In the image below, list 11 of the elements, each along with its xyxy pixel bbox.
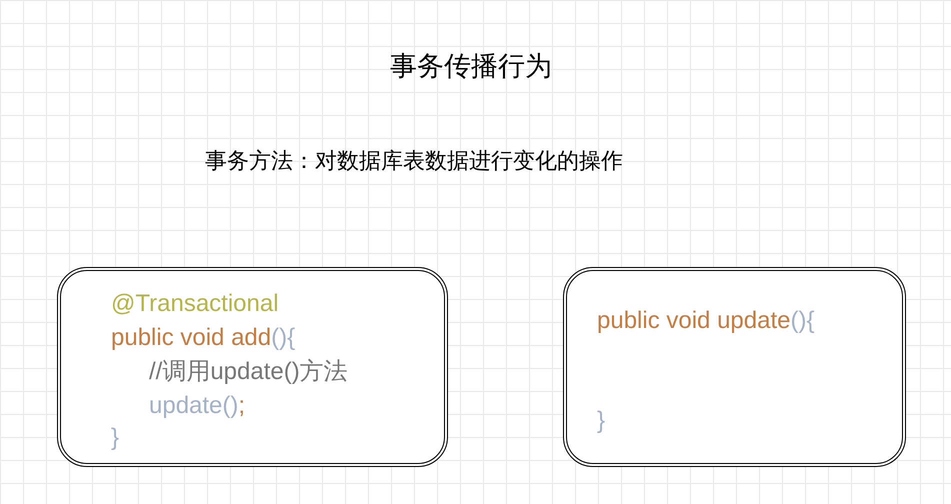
code-line: @Transactional — [111, 289, 279, 319]
title: 事务传播行为 — [390, 50, 552, 84]
code-box — [57, 267, 448, 467]
code-line: //调用update()方法 — [149, 357, 348, 387]
code-line: public void add(){ — [111, 323, 296, 353]
code-line: update(); — [149, 391, 246, 421]
code-line: public void update(){ — [597, 306, 814, 336]
code-line: } — [597, 406, 606, 436]
subtitle: 事务方法：对数据库表数据进行变化的操作 — [205, 148, 623, 176]
code-line: } — [111, 423, 120, 453]
code-box — [563, 267, 906, 467]
